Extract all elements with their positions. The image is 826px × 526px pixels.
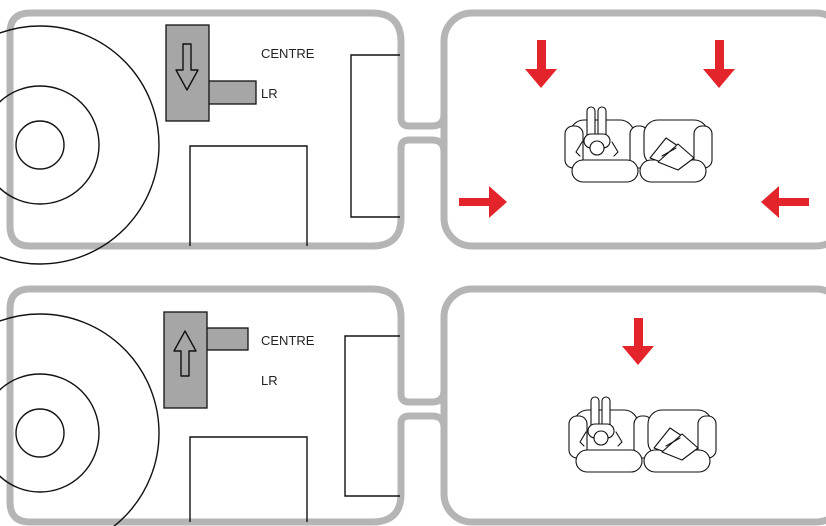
top-left-outline: [30, 9, 448, 130]
bottom-outline: [6, 285, 826, 526]
top-left-outline-lower: [6, 9, 448, 250]
bottom-left-outline: [30, 285, 448, 406]
bottom-right-outline: [440, 285, 826, 526]
top-switch[interactable]: [165, 24, 257, 122]
bottom-switch[interactable]: [163, 311, 249, 409]
top-sofa-icon: [564, 106, 713, 183]
top-speaker-mid-ring: [0, 85, 100, 205]
top-outline: [6, 9, 826, 250]
top-terminal-box: [189, 145, 308, 246]
top-arrow-front-right-icon: [703, 40, 735, 88]
arrow-down-icon: [175, 43, 199, 91]
top-right-outline: [440, 9, 826, 250]
bottom-speaker-outer-ring: [0, 313, 160, 526]
bottom-centre-label: CENTRE: [261, 333, 315, 348]
bottom-speaker-inner-ring: [15, 408, 65, 458]
bottom-speaker-mid-ring: [0, 373, 100, 493]
top-speaker-outer-ring: [0, 25, 160, 265]
bottom-left-outline-lower: [6, 285, 448, 526]
top-switch-tab: [207, 80, 257, 105]
bottom-terminal-box: [189, 436, 308, 522]
bottom-sofa-icon: [568, 396, 717, 473]
arrow-up-icon: [173, 330, 197, 377]
top-panel: CENTRE LR: [0, 9, 826, 265]
bottom-speaker-cone: [0, 313, 160, 526]
top-speaker-inner-ring: [15, 120, 65, 170]
top-arrow-front-left-icon: [525, 40, 557, 88]
bottom-lr-label: LR: [261, 373, 278, 388]
top-lr-label: LR: [261, 86, 278, 101]
bottom-panel: CENTRE LR: [0, 285, 826, 526]
top-arrow-left-icon: [459, 186, 507, 218]
bottom-room: [568, 318, 717, 473]
bottom-bracket: [344, 335, 400, 497]
top-arrow-right-icon: [761, 186, 809, 218]
top-room: [459, 40, 809, 218]
bottom-arrow-centre-icon: [622, 318, 654, 365]
top-speaker-cone: [0, 25, 160, 265]
top-centre-label: CENTRE: [261, 46, 315, 61]
bottom-switch-tab: [205, 327, 249, 351]
top-bracket: [350, 54, 400, 218]
